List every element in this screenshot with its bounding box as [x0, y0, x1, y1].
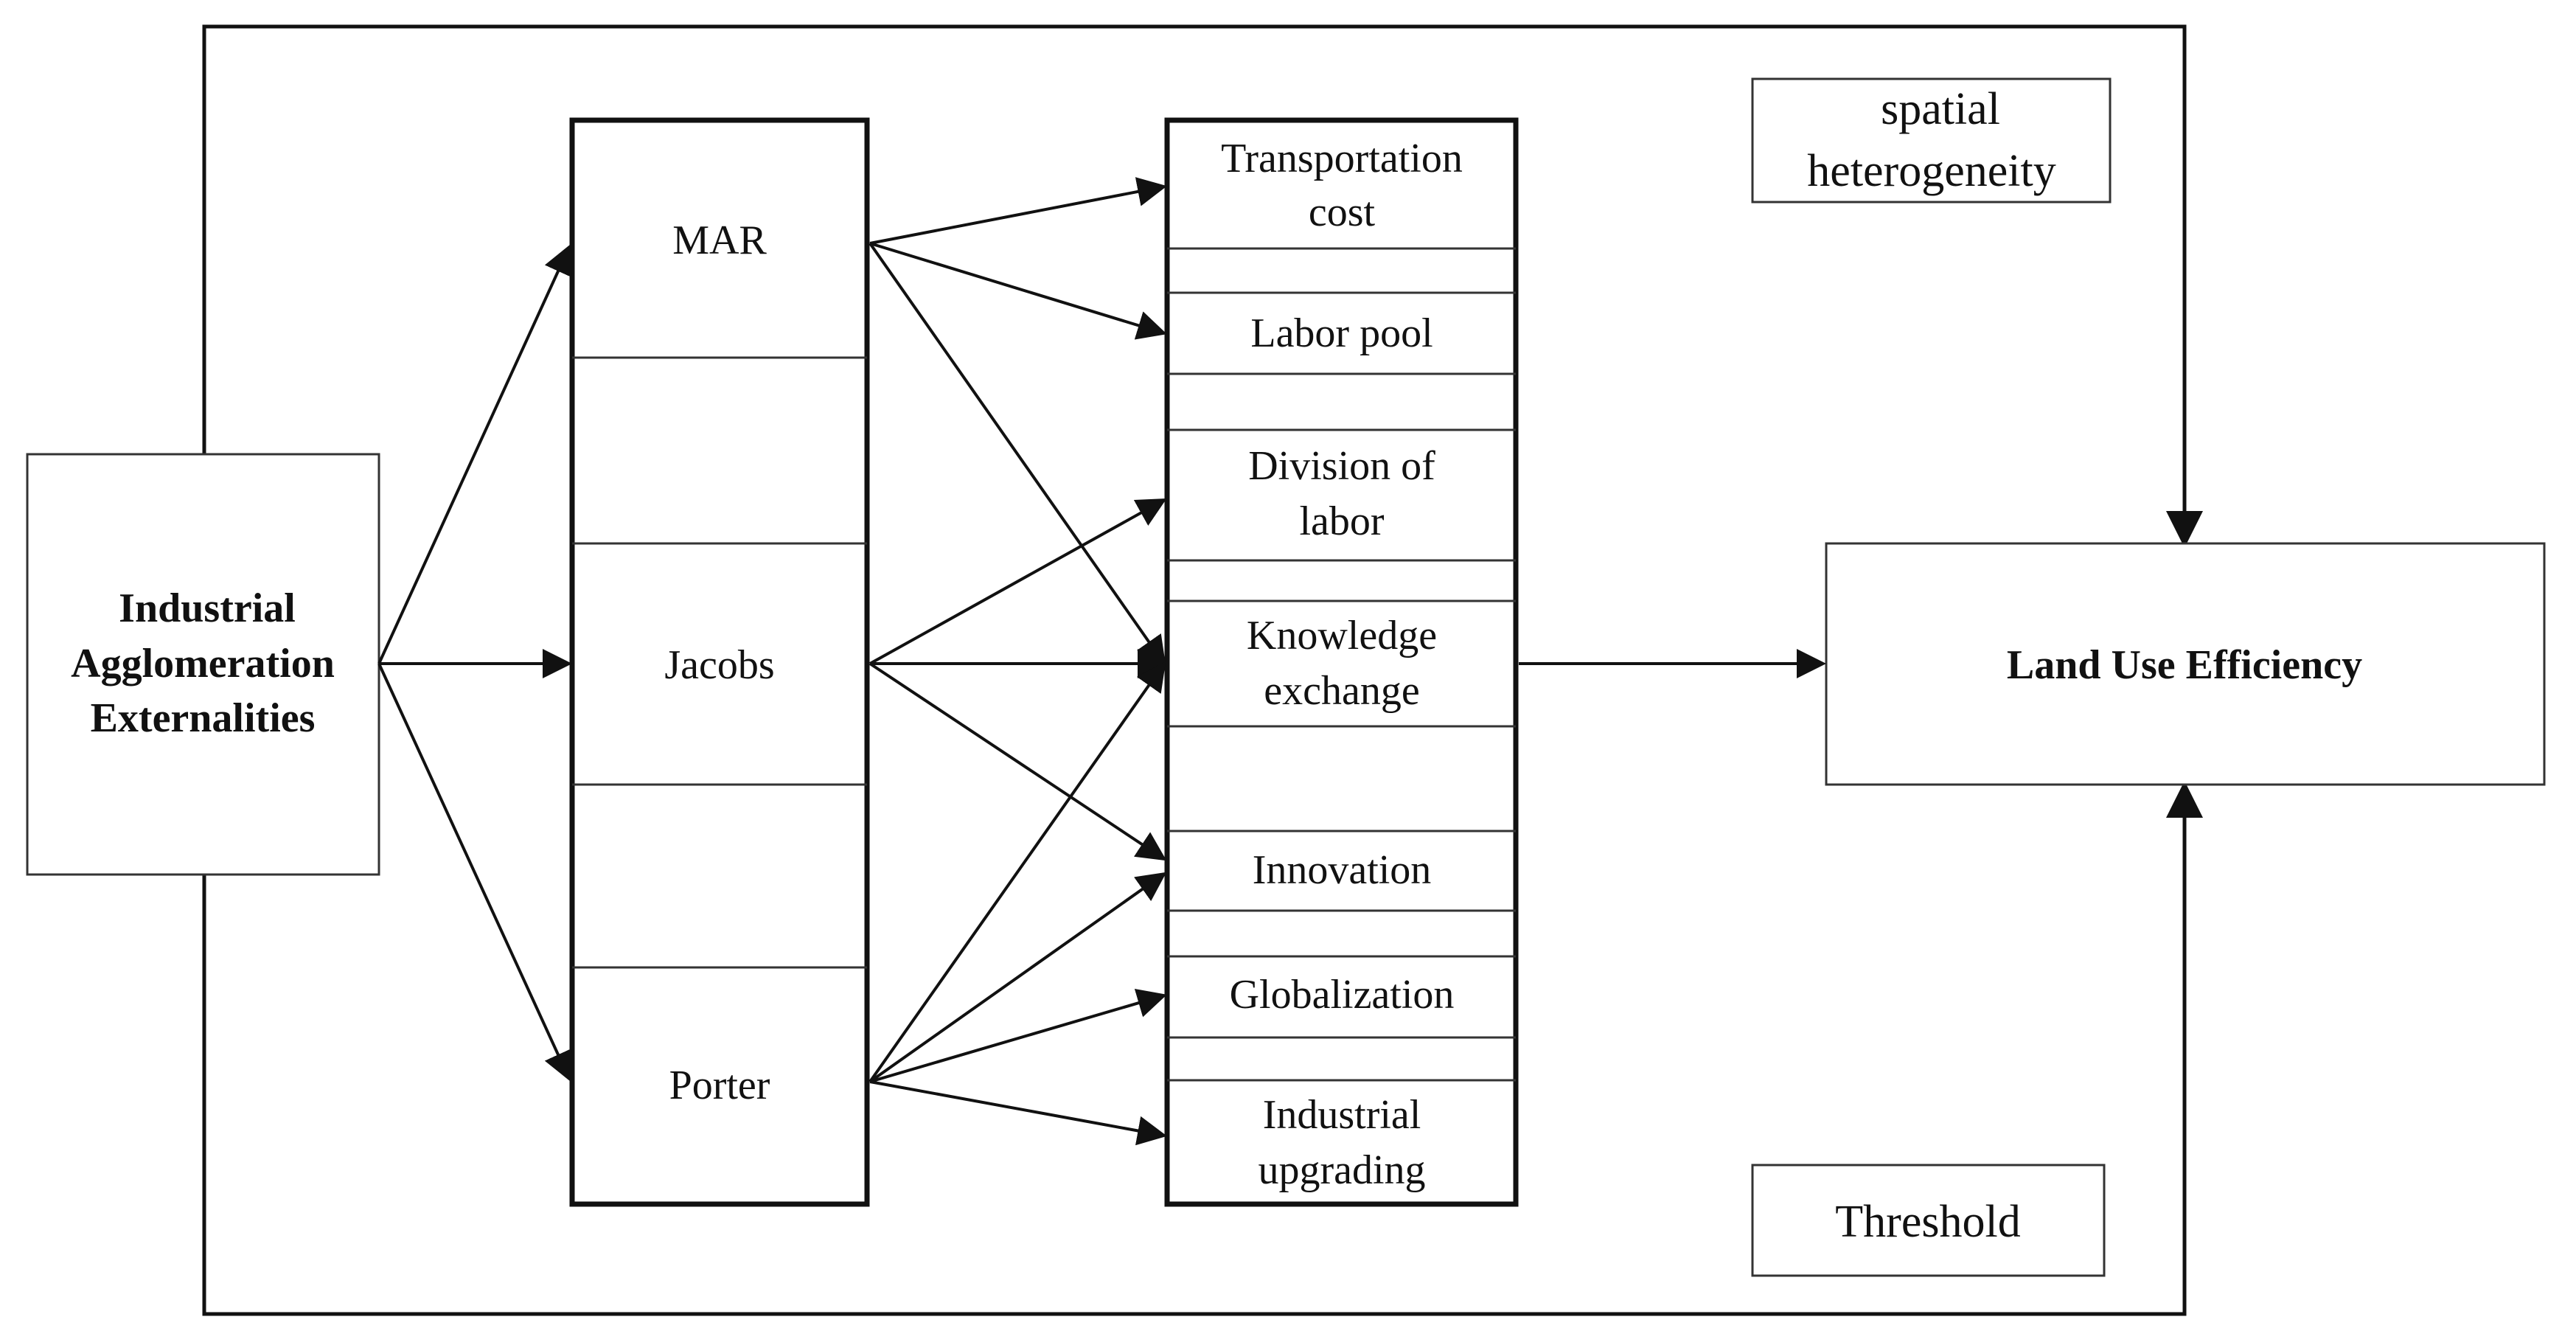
mechanism-division-line2: labor — [1299, 498, 1384, 544]
frame-top-connector — [202, 24, 2187, 532]
theory-column — [569, 117, 870, 1207]
arrow-porter-to-globalization — [869, 988, 1167, 1083]
source-label-line1: Industrial — [119, 585, 296, 631]
arrow-jacobs-to-division — [869, 498, 1167, 665]
theory-porter-label: Porter — [669, 1063, 770, 1108]
mechanism-knowledge-line2: exchange — [1264, 668, 1419, 714]
mechanism-division-line1: Division of — [1248, 443, 1435, 489]
mechanism-industrial-upgrading-line1: Industrial — [1263, 1092, 1421, 1138]
spatial-heterogeneity-line2: heterogeneity — [1807, 146, 2055, 196]
theory-jacobs-label: Jacobs — [664, 642, 774, 688]
arrow-mar-to-labor-pool — [869, 242, 1167, 340]
arrow-source-to-mar — [377, 244, 572, 664]
source-label-line2: Agglomeration — [71, 641, 335, 686]
source-box — [26, 453, 380, 876]
threshold-label: Threshold — [1835, 1197, 2020, 1247]
mechanism-knowledge-line1: Knowledge — [1247, 613, 1437, 658]
frame-bottom-connector — [202, 826, 2187, 1316]
arrow-jacobs-to-innovation — [868, 662, 1167, 861]
arrow-source-to-porter — [377, 663, 572, 1082]
spatial-heterogeneity-line1: spatial — [1881, 84, 2000, 134]
mechanism-globalization: Globalization — [1230, 972, 1455, 1018]
arrow-mar-to-knowledge — [868, 242, 1166, 667]
mechanism-industrial-upgrading-line2: upgrading — [1258, 1147, 1425, 1193]
source-label-line3: Externalities — [91, 695, 316, 741]
mechanism-innovation: Innovation — [1253, 847, 1432, 893]
threshold-box — [1751, 1164, 2106, 1277]
arrow-porter-to-industrial-upgrading — [869, 1080, 1167, 1146]
mechanism-transportation-line1: Transportation — [1221, 136, 1463, 181]
target-label: Land Use Efficiency — [2007, 642, 2362, 688]
mechanism-transportation-line2: cost — [1309, 190, 1376, 235]
theory-mar-label: MAR — [672, 218, 767, 263]
arrow-mar-to-transportation — [869, 177, 1167, 245]
arrow-porter-to-innovation — [868, 872, 1167, 1083]
target-box — [1825, 542, 2546, 786]
spatial-heterogeneity-box — [1751, 77, 2112, 204]
arrow-porter-to-knowledge — [868, 661, 1166, 1083]
mechanism-column — [1164, 117, 1519, 1207]
mechanism-labor-pool: Labor pool — [1250, 310, 1433, 356]
